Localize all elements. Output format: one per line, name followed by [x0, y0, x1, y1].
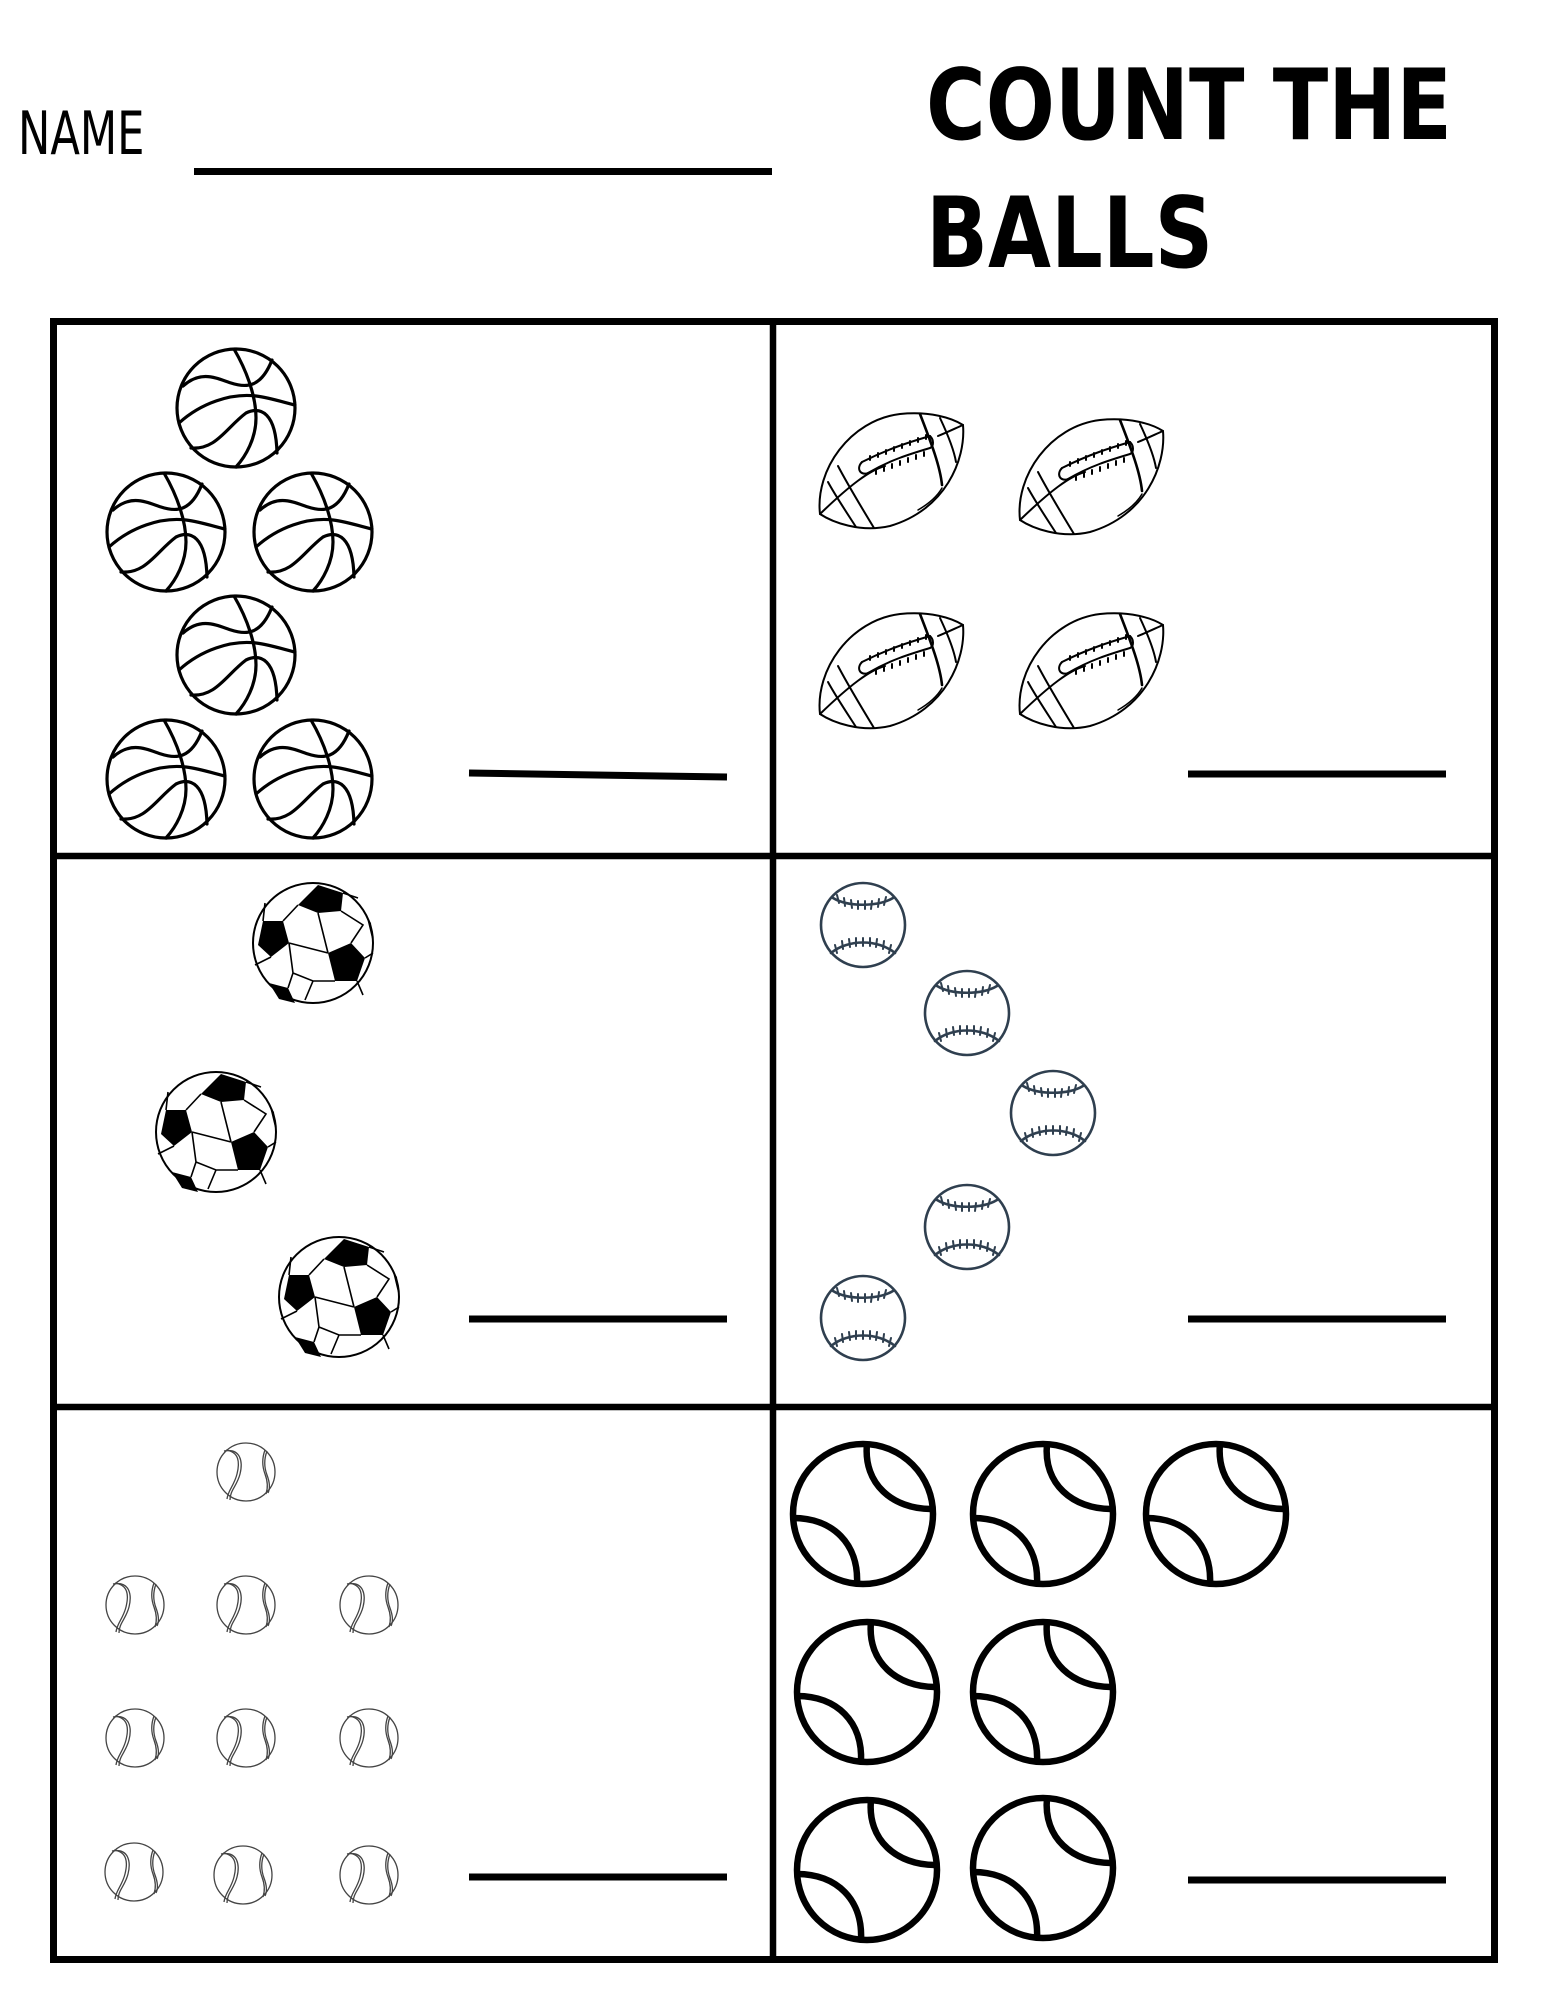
football-icon — [1018, 417, 1165, 536]
name-label: NAME — [18, 99, 145, 169]
basketball-icon — [252, 471, 374, 593]
basketball-icon — [175, 347, 297, 469]
tennis-ball-icon — [793, 1444, 933, 1584]
tennis-ball-icon — [797, 1800, 937, 1940]
football-icon — [818, 611, 965, 730]
tennis-ball-icon — [216, 1442, 276, 1502]
tennis-ball-icon — [216, 1575, 276, 1635]
page-title: COUNT THE BALLS — [926, 42, 1452, 298]
soccer-ball-icon — [155, 1071, 277, 1193]
tennis-ball-icon — [339, 1845, 399, 1905]
basketball-icon — [105, 718, 227, 840]
tennis-ball-icon — [104, 1842, 164, 1902]
answer-line[interactable] — [468, 769, 728, 781]
cell-baseballs — [819, 881, 1446, 1362]
tennis-ball-icon — [105, 1575, 165, 1635]
cell-small-tennis-balls — [104, 1442, 727, 1905]
basketball-icon — [105, 471, 227, 593]
tennis-ball-icon — [213, 1845, 273, 1905]
basketball-icon — [252, 718, 374, 840]
baseball-icon — [923, 969, 1011, 1057]
title-line-2: BALLS — [926, 177, 1214, 291]
tennis-ball-icon — [339, 1708, 399, 1768]
baseball-icon — [923, 1183, 1011, 1271]
tennis-ball-icon — [339, 1575, 399, 1635]
baseball-icon — [819, 881, 907, 969]
soccer-ball-icon — [252, 882, 374, 1004]
football-icon — [818, 411, 965, 530]
answer-grid — [50, 318, 1498, 1963]
tennis-ball-icon — [797, 1622, 937, 1762]
tennis-ball-icon — [1146, 1444, 1286, 1584]
cell-basketballs — [105, 347, 728, 840]
baseball-icon — [1009, 1069, 1097, 1157]
baseball-icon — [819, 1274, 907, 1362]
football-icon — [1018, 611, 1165, 730]
cell-large-tennis-balls — [793, 1444, 1446, 1940]
cell-soccer-balls — [155, 882, 727, 1358]
tennis-ball-icon — [973, 1798, 1113, 1938]
title-line-1: COUNT THE — [926, 49, 1452, 163]
cell-footballs — [818, 411, 1446, 778]
name-input-line[interactable] — [194, 168, 772, 175]
tennis-ball-icon — [105, 1708, 165, 1768]
tennis-ball-icon — [973, 1444, 1113, 1584]
soccer-ball-icon — [278, 1236, 400, 1358]
tennis-ball-icon — [973, 1622, 1113, 1762]
tennis-ball-icon — [216, 1708, 276, 1768]
basketball-icon — [175, 594, 297, 716]
